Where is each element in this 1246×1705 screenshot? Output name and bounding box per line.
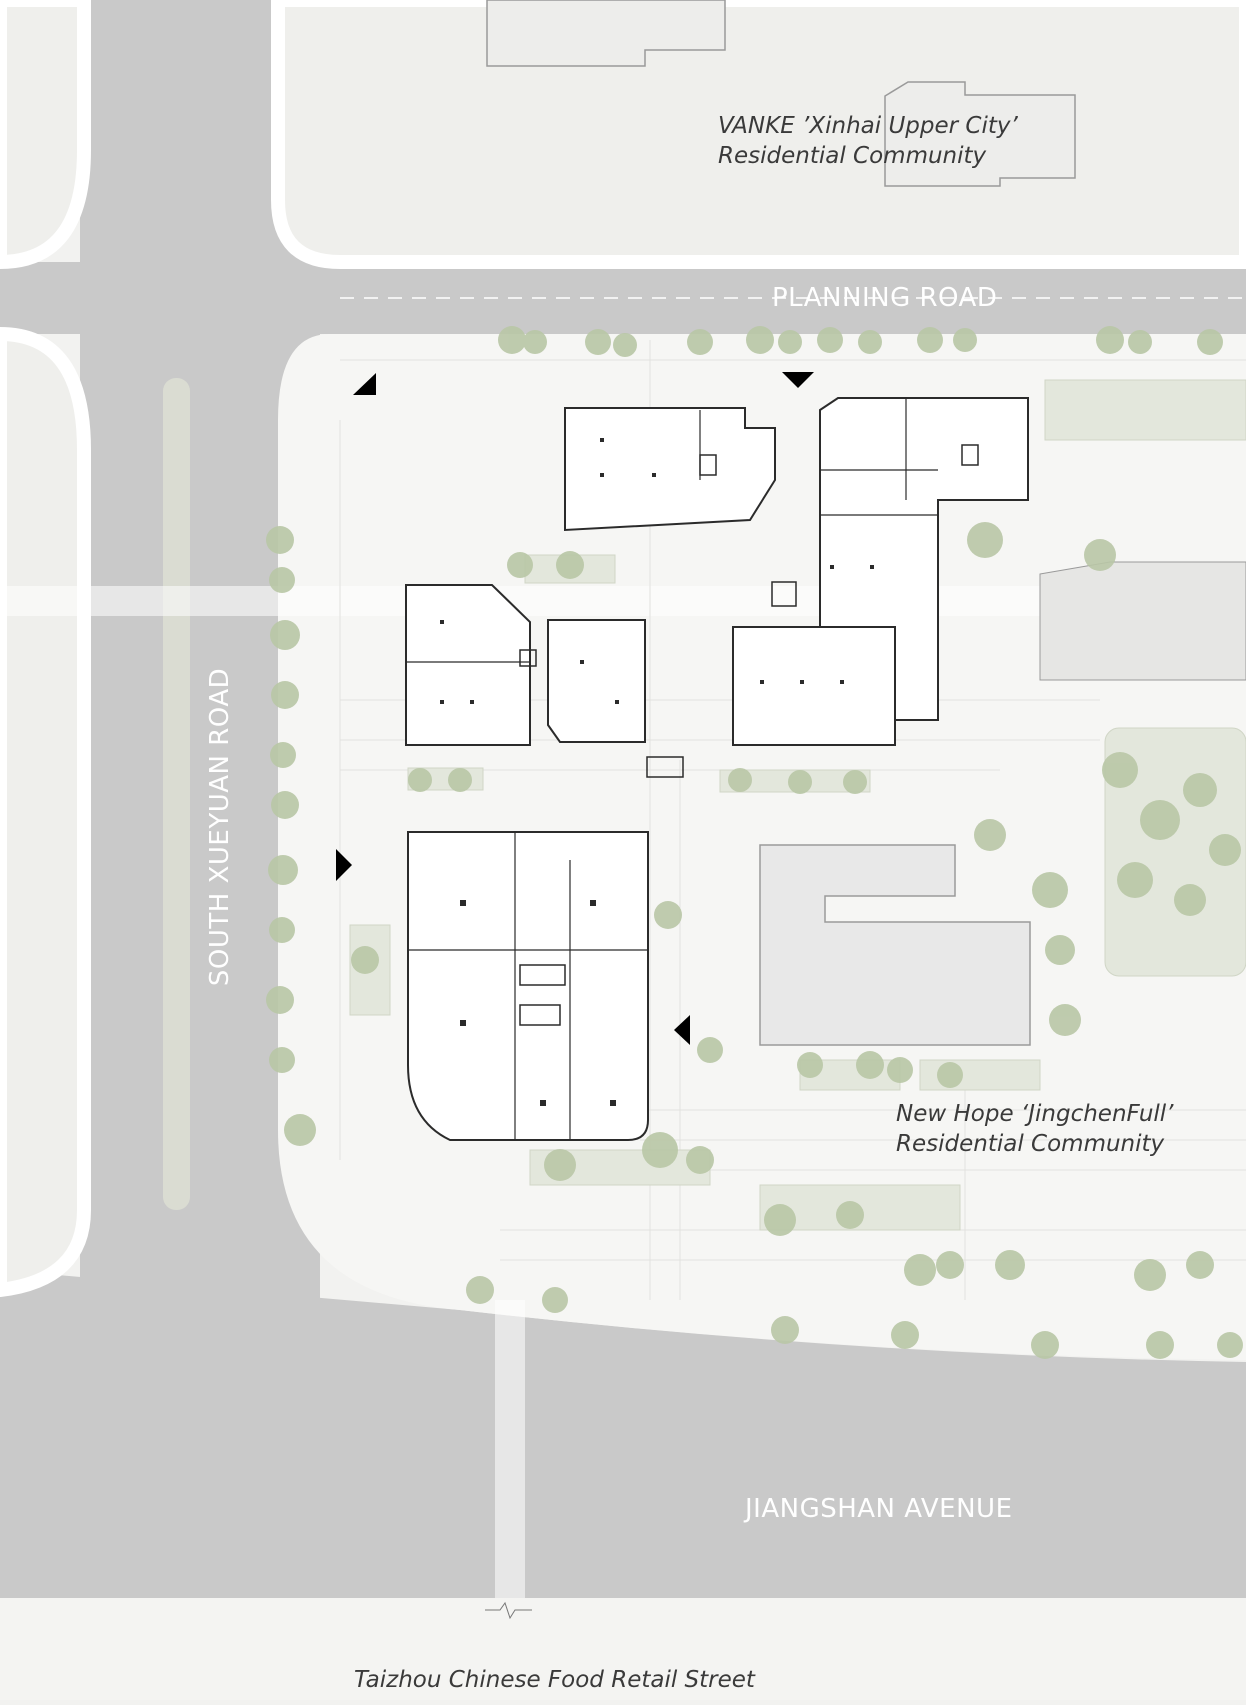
taizhou-retail-street-label: Taizhou Chinese Food Retail Street	[354, 1667, 755, 1693]
new-hope-type: Residential Community	[896, 1131, 1165, 1157]
jiangshan-avenue-label: JIANGSHAN AVENUE	[745, 1494, 1013, 1524]
new-hope-building	[759, 844, 1031, 1046]
vanke-type: Residential Community	[718, 143, 987, 169]
entrance-triangle-icon	[336, 849, 352, 881]
planning-road-label: PLANNING ROAD	[772, 283, 998, 313]
vanke-buildings	[486, 0, 1076, 187]
project-buildings	[405, 397, 1029, 1141]
break-line-icon	[485, 1601, 532, 1620]
entrance-triangle-icon	[674, 1015, 690, 1045]
tree-canopies	[266, 326, 1243, 1359]
road-median	[163, 378, 190, 1210]
entrance-triangle-icon	[782, 372, 814, 388]
parcel-top-left	[0, 0, 91, 270]
parcel-left	[0, 326, 91, 1298]
crosswalk-north-south	[495, 1300, 525, 1600]
new-hope-name: New Hope ‘JingchenFull’	[896, 1101, 1174, 1127]
retail-street-edge	[0, 1598, 1246, 1700]
elevator-cores	[519, 444, 979, 1026]
new-hope-community-label: New Hope ‘JingchenFull’ Residential Comm…	[896, 1099, 1173, 1159]
structural-columns	[440, 438, 874, 1106]
vanke-name: VANKE ’Xinhai Upper City’	[718, 113, 1018, 139]
south-xueyuan-road-label: SOUTH XUEYUAN ROAD	[205, 667, 235, 987]
crosswalk-east-west	[0, 586, 1246, 616]
vanke-community-label: VANKE ’Xinhai Upper City’ Residential Co…	[718, 111, 1018, 171]
entrance-markers	[336, 372, 814, 1045]
entrance-triangle-icon	[353, 373, 376, 395]
